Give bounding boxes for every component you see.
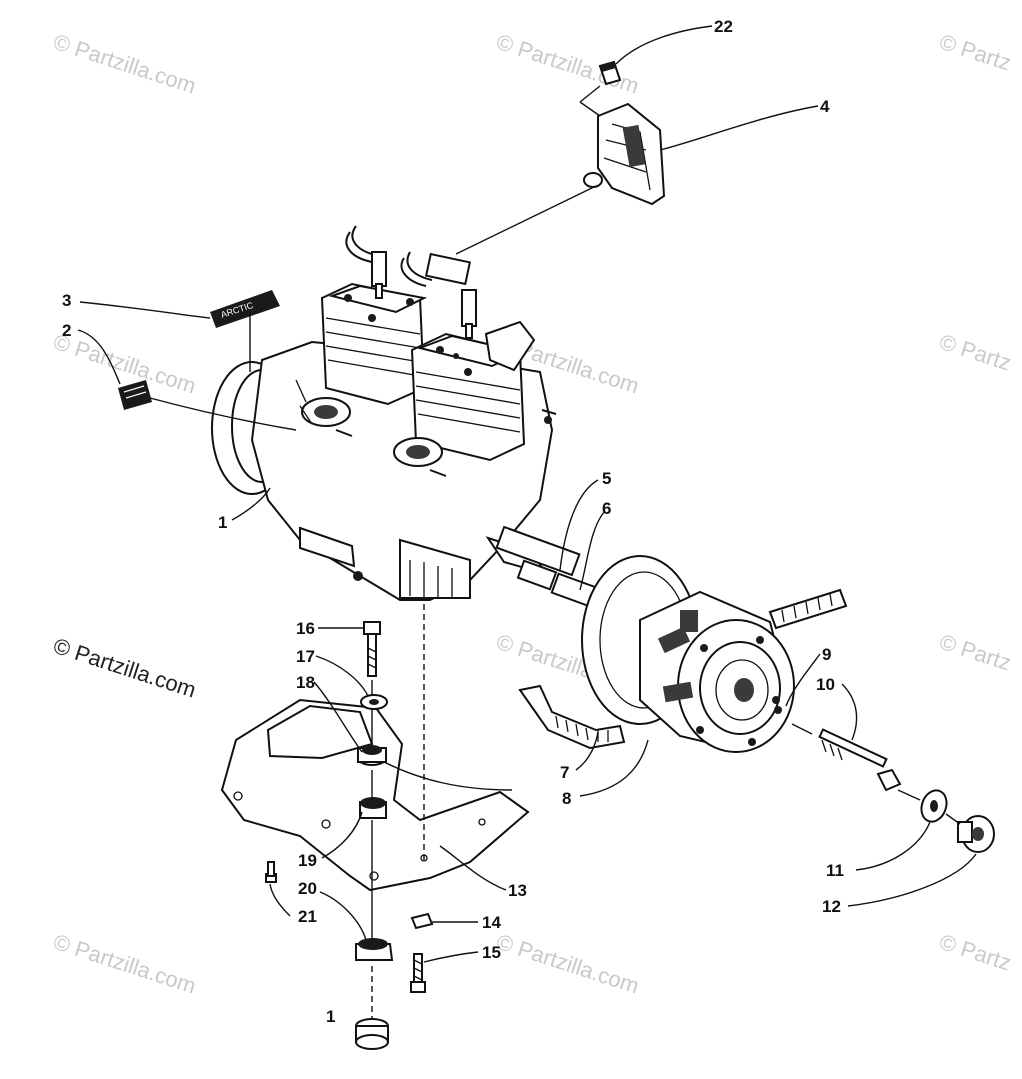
callout-14: 14 — [482, 913, 501, 932]
callout-17: 17 — [296, 647, 315, 666]
part-2-decal — [118, 380, 152, 410]
callout-11: 11 — [826, 861, 844, 880]
part-19-rubber-mount — [359, 797, 387, 819]
part-1-engine — [211, 225, 581, 601]
part-3-decal: ARCTIC — [210, 290, 280, 328]
watermark-text: © Partzilla.com — [493, 929, 642, 999]
callout-21: 21 — [298, 907, 317, 926]
part-1-lower-isolator — [355, 1018, 389, 1050]
callout-1: 1 — [326, 1007, 335, 1026]
callout-2: 2 — [62, 321, 71, 340]
part-13-mount-plate — [220, 698, 530, 892]
callout-1: 1 — [218, 513, 227, 532]
watermark-text: © Partz — [936, 629, 1014, 676]
callout-18: 18 — [296, 673, 315, 692]
watermark-text: © Partz — [936, 329, 1014, 376]
part-17-washer — [360, 694, 388, 710]
callout-6: 6 — [602, 499, 611, 518]
callout-12: 12 — [822, 897, 841, 916]
callout-8: 8 — [562, 789, 571, 808]
callout-5: 5 — [602, 469, 611, 488]
callout-3: 3 — [62, 291, 71, 310]
callout-labels: 22 4 3 2 1 5 6 16 17 18 9 10 7 8 19 13 2… — [62, 17, 844, 1026]
part-16-bolt — [363, 621, 381, 677]
part-22-clip — [598, 60, 622, 86]
watermark-text: © Partzilla.com — [493, 29, 642, 99]
callout-4: 4 — [820, 97, 830, 116]
watermark-text: © Partzilla.com — [50, 29, 199, 99]
watermark-text: © Partzilla.com — [50, 929, 199, 999]
part-12-cap — [957, 815, 995, 853]
assembly-lines — [371, 85, 961, 1020]
part-11-washer — [920, 789, 948, 823]
part-10-clutch-bolt — [818, 728, 902, 792]
callout-10: 10 — [816, 675, 835, 694]
part-8-drive-clutch — [581, 555, 795, 753]
part-4-mount-bracket — [583, 102, 666, 206]
callout-13: 13 — [508, 881, 527, 900]
callout-7: 7 — [560, 763, 569, 782]
part-14-lock-washer — [410, 912, 434, 930]
callout-19: 19 — [298, 851, 317, 870]
watermark-layer: © Partzilla.com © Partzilla.com © Partz … — [50, 29, 1014, 999]
callout-leaders — [77, 25, 977, 963]
callout-9: 9 — [822, 645, 831, 664]
watermark-text: © Partz — [936, 929, 1014, 976]
callout-22: 22 — [714, 17, 733, 36]
callout-20: 20 — [298, 879, 317, 898]
callout-16: 16 — [296, 619, 315, 638]
part-20-mount-nut — [355, 938, 394, 961]
watermark-text: © Partzilla.com — [50, 633, 199, 703]
watermark-text: © Partz — [936, 29, 1014, 76]
part-15-bolt — [410, 953, 426, 993]
part-5-spacer — [516, 559, 558, 591]
part-21-screw — [265, 861, 277, 883]
part-18-spacer — [357, 745, 387, 766]
callout-15: 15 — [482, 943, 501, 962]
part-9-pin — [774, 706, 782, 714]
